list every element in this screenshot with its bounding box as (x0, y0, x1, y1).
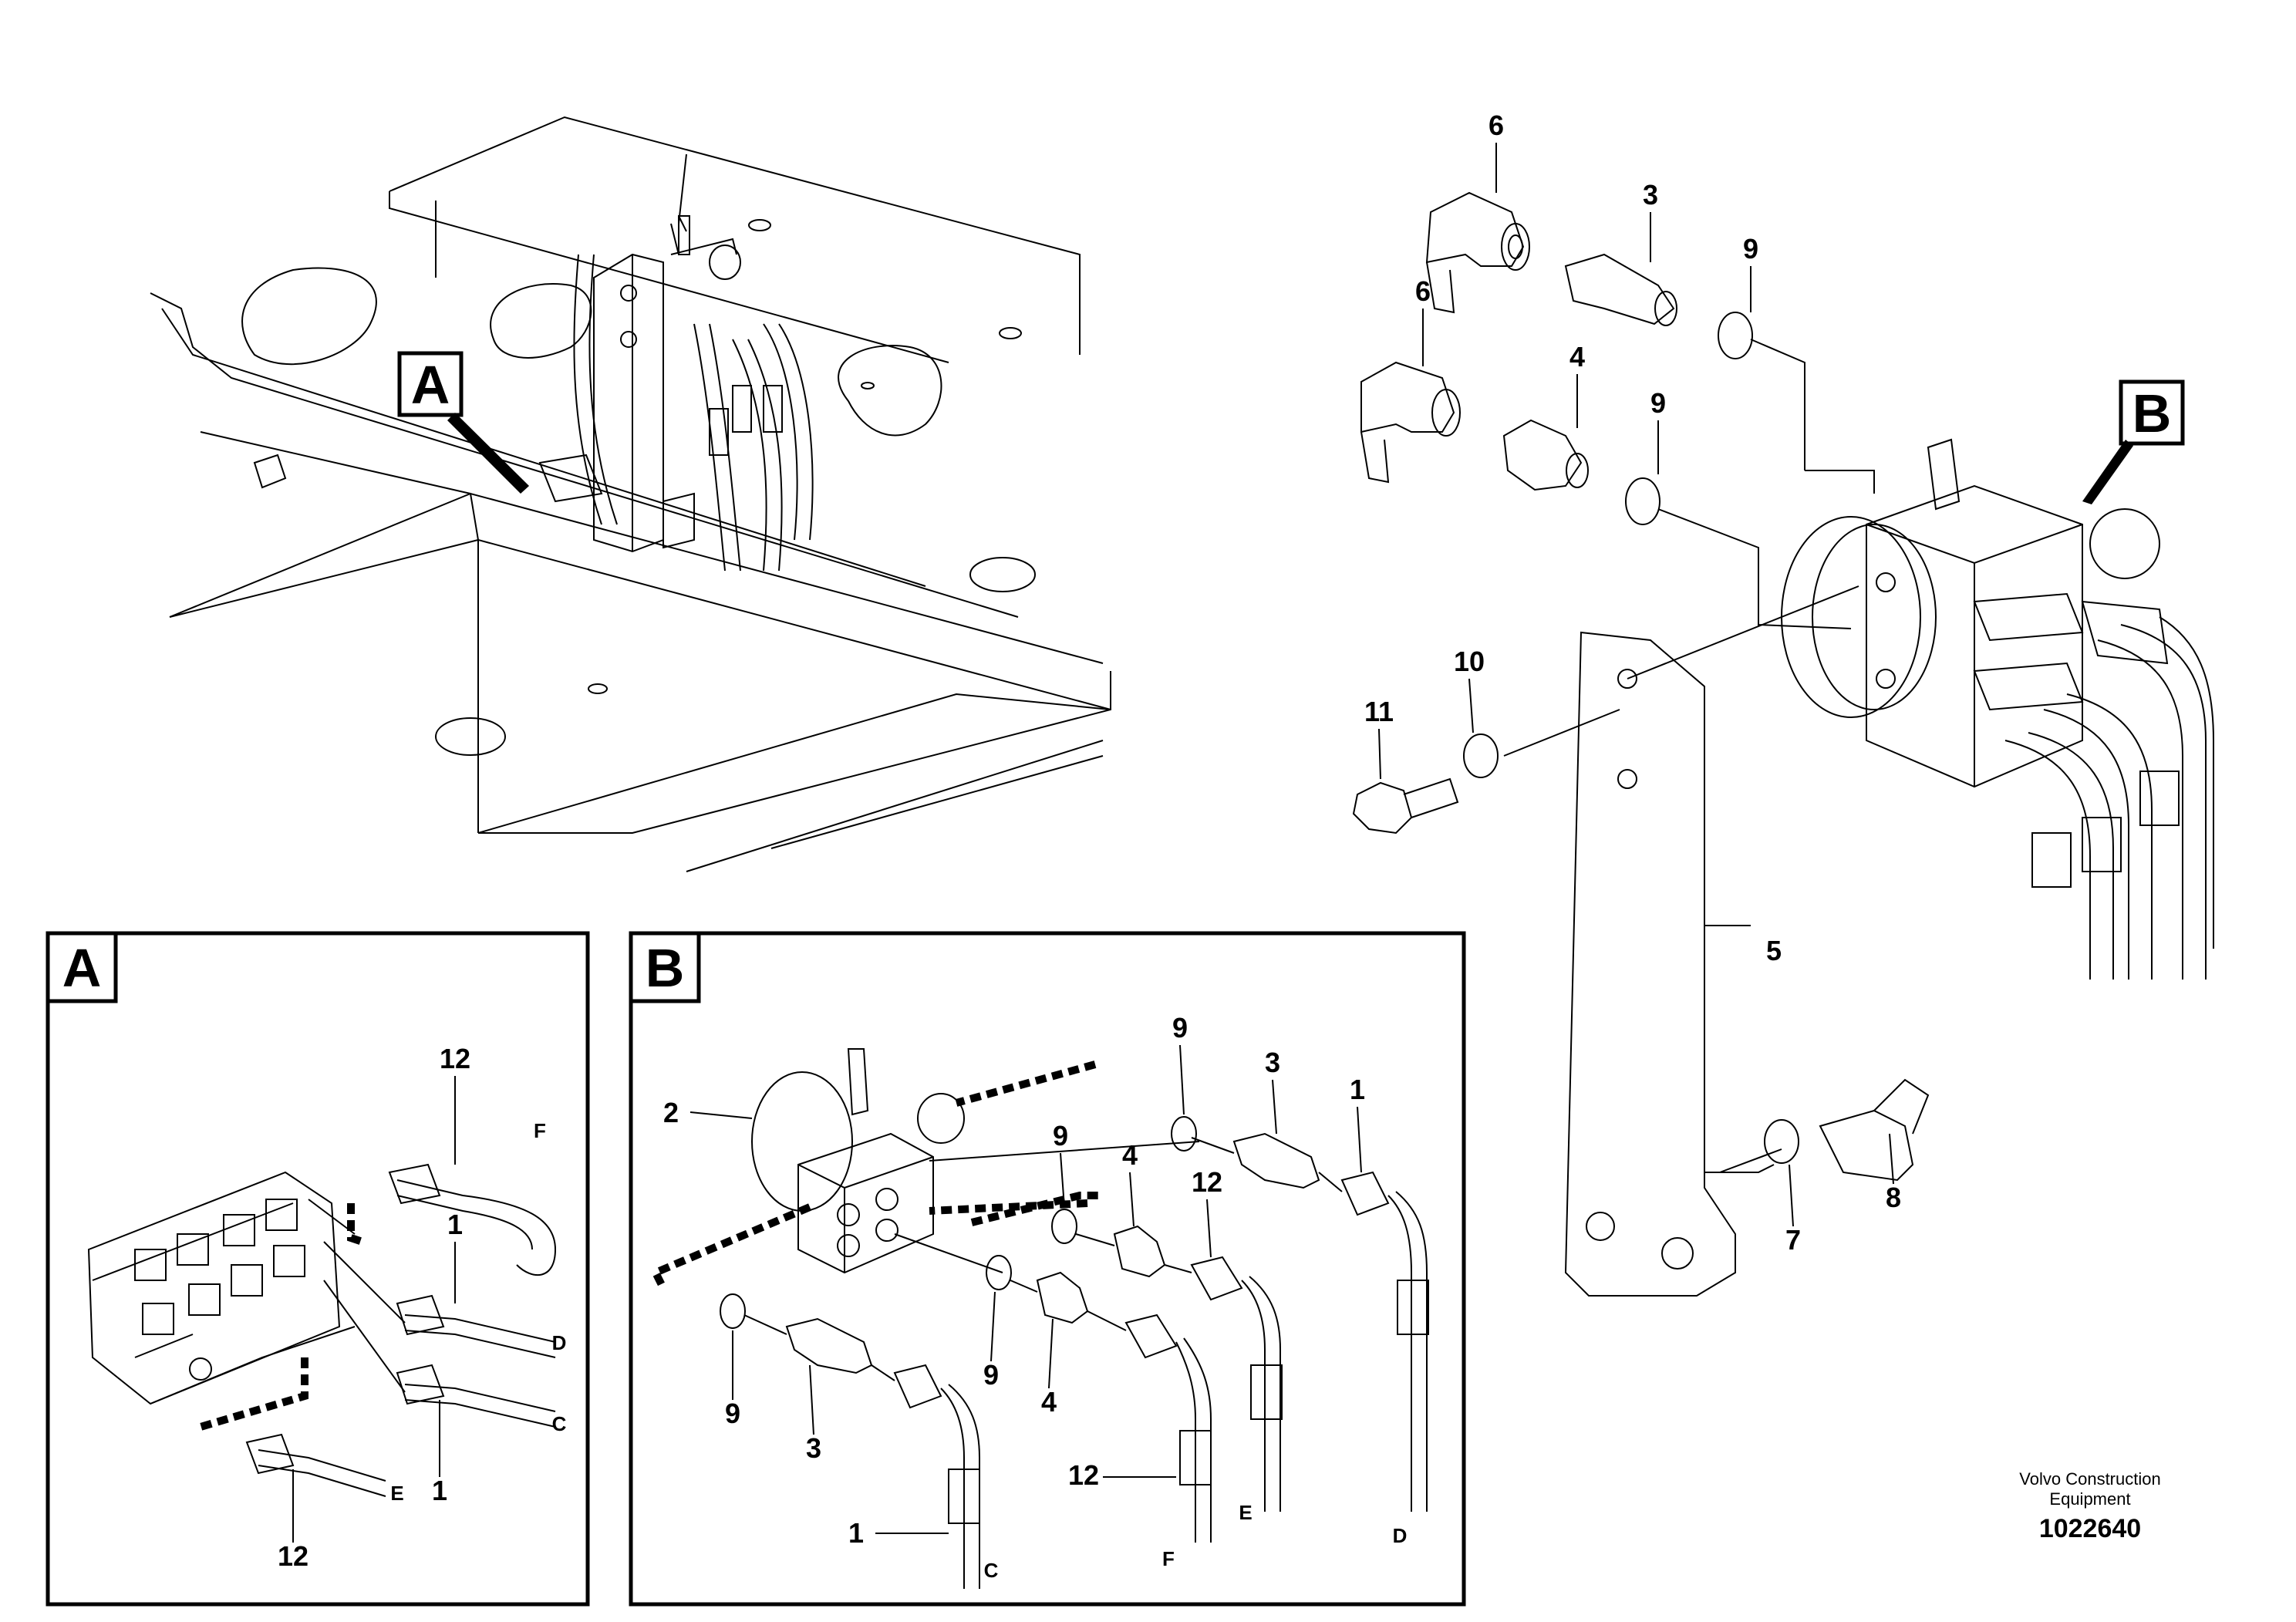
drawing-number: 1022640 (2038, 1514, 2142, 1543)
detail-a-hose-d: D (552, 1331, 567, 1354)
overview-frame-assembly (150, 116, 1111, 872)
detail-a-panel: A (46, 931, 590, 1607)
label-part-10: 10 (1454, 646, 1485, 677)
detail-b-hose-c: C (984, 1559, 999, 1582)
detail-b-label-9-center: 9 (983, 1359, 999, 1391)
detail-b-panel: B (629, 931, 1466, 1607)
detail-b-label-1-top: 1 (1350, 1074, 1365, 1105)
brand-line-2: Equipment (2049, 1489, 2131, 1509)
label-part-11: 11 (1364, 696, 1394, 727)
label-part-8: 8 (1886, 1182, 1901, 1213)
detail-a-label-1-mid: 1 (447, 1209, 463, 1240)
detail-b-title: B (646, 938, 685, 998)
callout-b-letter: B (2132, 383, 2172, 443)
detail-b-label-3-low: 3 (806, 1432, 821, 1464)
label-part-9-top: 9 (1743, 233, 1758, 265)
detail-b-label-2: 2 (663, 1097, 679, 1128)
label-part-6-top: 6 (1489, 110, 1504, 141)
label-part-6-low: 6 (1415, 275, 1431, 307)
label-part-7: 7 (1785, 1224, 1801, 1256)
detail-b-label-1-low: 1 (848, 1517, 864, 1549)
detail-a-hose-c: C (552, 1412, 567, 1435)
detail-b-label-3-top: 3 (1265, 1047, 1280, 1078)
detail-b-label-4-low: 4 (1041, 1386, 1057, 1418)
detail-a-label-12-top: 12 (440, 1043, 470, 1074)
detail-b-label-9-left: 9 (725, 1398, 740, 1429)
detail-a-hose-f: F (534, 1119, 546, 1142)
detail-a-label-1-low: 1 (432, 1475, 447, 1506)
detail-b-hose-d: D (1393, 1524, 1408, 1547)
label-part-9-low: 9 (1650, 387, 1666, 419)
detail-b-label-9-mid: 9 (1053, 1120, 1068, 1152)
callout-a-letter: A (411, 355, 450, 415)
detail-b-hose-f: F (1162, 1547, 1175, 1570)
label-part-5: 5 (1766, 935, 1782, 966)
detail-a-label-12-bottom: 12 (278, 1540, 308, 1572)
detail-a-title: A (62, 938, 102, 998)
detail-a-hose-e: E (390, 1482, 403, 1505)
label-part-4: 4 (1569, 341, 1585, 373)
detail-b-label-12-low: 12 (1068, 1459, 1099, 1491)
brand-line-1: Volvo Construction (2019, 1469, 2161, 1489)
exploded-labels: 6 3 9 6 4 9 10 11 5 7 8 (1364, 110, 1901, 1256)
detail-b-label-9-top: 9 (1172, 1012, 1188, 1044)
callout-b[interactable]: B (2082, 379, 2185, 504)
label-part-3-top: 3 (1643, 179, 1658, 211)
detail-b-label-4-mid: 4 (1122, 1139, 1138, 1171)
detail-b-label-12-mid: 12 (1192, 1166, 1222, 1198)
callout-a[interactable]: A (397, 351, 529, 494)
drawing-footer: Volvo Construction Equipment 1022640 (1974, 1469, 2206, 1544)
detail-b-hose-e: E (1239, 1501, 1252, 1524)
exploded-view (1352, 191, 2214, 1297)
